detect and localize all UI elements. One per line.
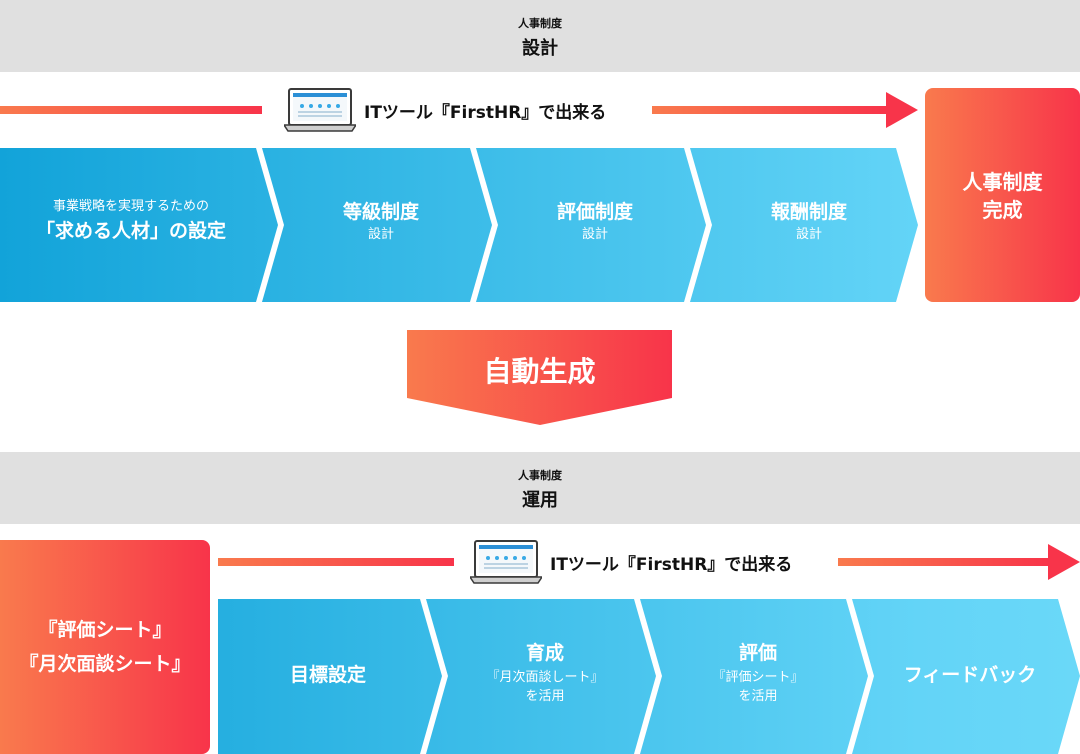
laptop-icon [468, 540, 544, 584]
auto-generate-label: 自動生成 [483, 355, 596, 388]
arrowhead-right-icon [886, 92, 918, 128]
operate-step-1-title: 目標設定 [289, 664, 366, 686]
design-step-3: 評価制度 設計 [490, 199, 700, 244]
design-step-4-sub: 設計 [795, 227, 822, 242]
operate-step-3-sub2: を活用 [738, 689, 778, 704]
operate-step-2-title: 育成 [525, 642, 564, 664]
design-header-subtitle: 人事制度 [518, 17, 562, 30]
sheets-box: 『評価シート』 『月次面談シート』 [0, 540, 210, 754]
design-step-4: 報酬制度 設計 [704, 199, 914, 244]
operate-header-subtitle: 人事制度 [518, 469, 562, 482]
design-step-1-title: 「求める人材」の設定 [35, 220, 226, 242]
design-step-2-sub: 設計 [367, 227, 394, 242]
design-step-1-lead: 事業戦略を実現するための [52, 199, 209, 214]
design-header-title: 設計 [522, 38, 558, 59]
operate-step-2-sub2: を活用 [525, 689, 565, 704]
tool-line-right-2 [838, 558, 1050, 566]
laptop-icon [282, 88, 358, 132]
design-step-1: 事業戦略を実現するための 「求める人材」の設定 [0, 196, 262, 244]
design-step-2: 等級制度 設計 [276, 199, 486, 244]
operate-step-3-sub1: 『評価シート』 [712, 670, 804, 685]
sheets-box-line2: 『月次面談シート』 [19, 653, 191, 675]
complete-box-line1: 人事制度 [962, 170, 1043, 194]
operate-header-title: 運用 [522, 490, 558, 511]
design-step-4-title: 報酬制度 [770, 201, 847, 223]
operate-step-3: 評価 『評価シート』 を活用 [654, 640, 862, 706]
operate-step-1: 目標設定 [222, 662, 434, 688]
arrowhead-right-icon [1048, 544, 1080, 580]
tool-line-left-1 [0, 106, 262, 114]
tool-line-left-2 [218, 558, 454, 566]
design-header-band: 人事制度 設計 [0, 0, 1080, 72]
design-step-2-title: 等級制度 [342, 201, 419, 223]
operate-step-2: 育成 『月次面談しート』 を活用 [440, 640, 650, 706]
operate-step-2-sub1: 『月次面談しート』 [486, 670, 604, 685]
sheets-box-line1: 『評価シート』 [38, 619, 172, 641]
design-step-3-sub: 設計 [581, 227, 608, 242]
tool-line-right-1 [652, 106, 888, 114]
operate-header-band: 人事制度 運用 [0, 452, 1080, 524]
operate-step-4: フィードバック [866, 662, 1074, 688]
operate-step-4-title: フィードバック [903, 664, 1037, 686]
tool-label-1: ITツール『FirstHR』で出来る [364, 103, 607, 123]
hr-system-complete-box: 人事制度 完成 [925, 88, 1080, 302]
tool-label-2: ITツール『FirstHR』で出来る [550, 555, 793, 575]
operate-step-3-title: 評価 [738, 642, 777, 664]
complete-box-line2: 完成 [982, 198, 1023, 222]
design-step-3-title: 評価制度 [556, 201, 633, 223]
